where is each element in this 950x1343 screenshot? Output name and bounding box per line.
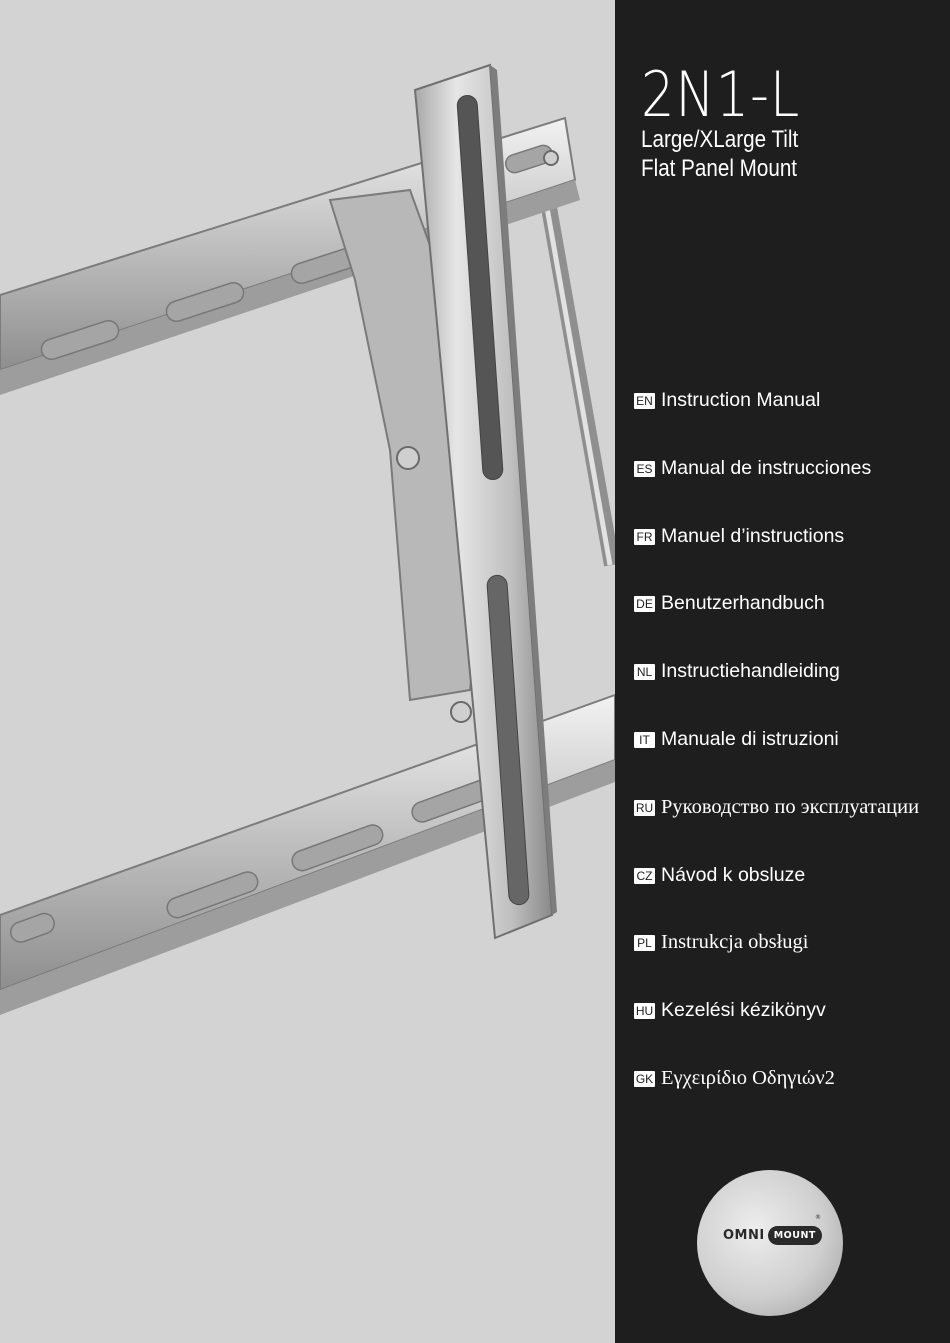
language-label: Kezelési kézikönyv <box>661 999 826 1022</box>
language-code-badge: NL <box>634 664 655 681</box>
language-label: Návod k obsluze <box>661 863 806 886</box>
language-code-badge: DE <box>634 596 655 613</box>
product-photo <box>0 63 615 1015</box>
language-item-hu: HU Kezelési kézikönyv <box>634 998 950 1066</box>
tilt-bracket <box>328 188 502 702</box>
language-code-badge: EN <box>634 393 655 409</box>
language-item-ru: RU Руководство по эксплуатации <box>634 795 950 863</box>
model-number: 2N1-L <box>641 58 801 131</box>
language-item-nl: NL Instructiehandleiding <box>634 659 950 727</box>
language-label: Manual de instrucciones <box>661 456 872 479</box>
language-label: Руководство по эксплуатации <box>661 795 920 818</box>
vertical-mount-arm <box>413 63 557 940</box>
logo-wordmark: OMNI MOUNT <box>723 1222 822 1248</box>
language-item-gk: GK Εγχειρίδιο Οδηγιών2 <box>634 1066 950 1134</box>
language-code-badge: PL <box>634 935 655 952</box>
language-label: Instrukcja obsługi <box>661 931 809 954</box>
language-label: Instructiehandleiding <box>661 660 840 683</box>
language-code-badge: ES <box>634 460 655 477</box>
language-code-badge: CZ <box>634 867 655 884</box>
language-label: Manuel d’instructions <box>661 524 845 547</box>
language-code-badge: GK <box>634 1070 655 1087</box>
omnimount-logo: OMNI MOUNT ® <box>697 1170 843 1316</box>
language-code-badge: FR <box>634 528 655 545</box>
bracket-bolts <box>396 150 559 723</box>
logo-omni-text: OMNI <box>723 1227 765 1243</box>
language-item-fr: FR Manuel d’instructions <box>634 524 950 592</box>
language-item-it: IT Manuale di istruzioni <box>634 727 950 795</box>
language-list: EN Instruction Manual ES Manual de instr… <box>634 388 950 1134</box>
product-subtitle-line1: Large/XLarge Tilt <box>641 126 799 153</box>
language-code-badge: HU <box>634 1003 655 1020</box>
language-item-pl: PL Instrukcja obsługi <box>634 930 950 998</box>
language-code-badge: IT <box>634 731 655 748</box>
language-label: Benutzerhandbuch <box>661 592 825 615</box>
language-item-en: EN Instruction Manual <box>634 388 950 456</box>
registered-mark: ® <box>815 1214 821 1221</box>
language-code-badge: RU <box>634 799 655 816</box>
language-label: Instruction Manual <box>661 389 821 411</box>
language-item-es: ES Manual de instrucciones <box>634 456 950 524</box>
tilt-mount-illustration <box>0 63 615 1015</box>
language-item-cz: CZ Návod k obsluze <box>634 863 950 931</box>
language-item-de: DE Benutzerhandbuch <box>634 591 950 659</box>
language-label: Εγχειρίδιο Οδηγιών2 <box>661 1066 835 1089</box>
logo-mount-text: MOUNT <box>767 1225 822 1245</box>
title-panel: 2N1-L Large/XLarge Tilt Flat Panel Mount… <box>615 0 950 1343</box>
language-label: Manuale di istruzioni <box>661 727 839 750</box>
lower-wall-rail <box>0 693 615 1015</box>
product-subtitle-line2: Flat Panel Mount <box>641 155 798 182</box>
